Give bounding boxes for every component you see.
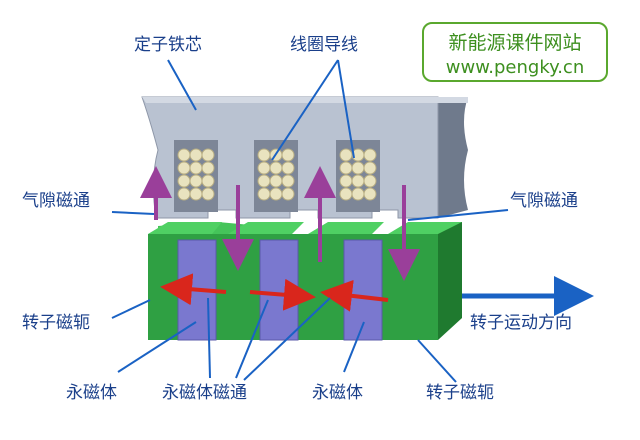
website-badge: 新能源课件网站 www.pengky.cn (422, 22, 608, 82)
label-rotor-yoke-bottom: 转子磁轭 (426, 383, 494, 403)
label-airgap-flux-right: 气隙磁通 (510, 191, 578, 211)
leader-lines (111, 59, 509, 383)
coil-bundle-3 (339, 148, 377, 201)
site-name: 新能源课件网站 (448, 32, 582, 54)
airgap-flux-arrows (140, 166, 420, 281)
label-permanent-magnet-left: 永磁体 (66, 383, 117, 403)
label-airgap-flux-left: 气隙磁通 (22, 191, 90, 211)
coil-bundle-1 (177, 148, 215, 201)
label-rotor-yoke-left: 转子磁轭 (22, 313, 90, 333)
label-stator-core: 定子铁芯 (134, 35, 202, 55)
coil-bundle-2 (257, 148, 295, 201)
pm-flux-arrows (160, 273, 389, 312)
label-rotor-direction: 转子运动方向 (470, 313, 572, 333)
site-url: www.pengky.cn (445, 57, 585, 78)
label-permanent-magnet-flux: 永磁体磁通 (162, 383, 247, 403)
label-coil-wire: 线圈导线 (290, 35, 358, 55)
label-permanent-magnet-right: 永磁体 (312, 383, 363, 403)
